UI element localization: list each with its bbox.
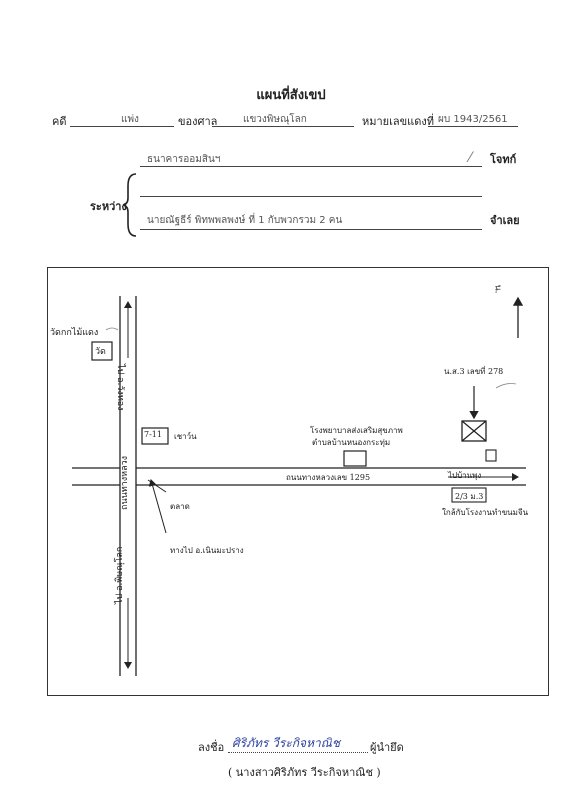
court-value: แขวงพิษณุโลก [243, 114, 307, 125]
vertical-road-name: ถนนทางหลวง [120, 455, 130, 510]
seven-eleven-box [141, 427, 169, 445]
number-value: ผบ 1943/2561 [438, 114, 508, 125]
plaintiff-role: โจทก์ [490, 153, 517, 166]
court-underline [212, 126, 354, 127]
defendant-name: นายณัฐธีร์ พิทพพลพงษ์ ที่ 1 กับพวกรวม 2 … [147, 215, 343, 226]
printed-name: ( นางสาวศิริภัทร วีระกิจหาณิช ) [228, 766, 381, 779]
to-wang-thong-label: ไป อ.วังทอง [115, 364, 125, 411]
signature: ศิริภัทร วีระกิจหาณิช [232, 736, 340, 750]
number-label: หมายเลขแดงที่ [362, 115, 434, 128]
defendant-role: จำเลย [490, 214, 520, 227]
noen-maprang-pointer [148, 479, 167, 534]
market-label: ตลาด [170, 502, 190, 511]
hospital-label-1: โรงพยาบาลส่งเสริมสุขภาพ [310, 426, 403, 435]
court-label: ของศาล [178, 115, 218, 128]
to-noen-maprang-label: ทางไป อ.เนินมะปราง [170, 546, 244, 555]
temple-label: วัดกกไม้แดง [50, 328, 99, 338]
deed-label: น.ส.3 เลขที่ 278 [444, 367, 504, 376]
blank-line [140, 196, 482, 197]
to-ban-phung-label: ไปบ้านพุง [448, 471, 482, 480]
market-pointer [147, 479, 167, 493]
case-value: แพ่ง [121, 114, 139, 125]
near-factory-label: ใกล้กับโรงงานทำขนมจีน [442, 508, 529, 517]
temple-box-label: วัด [95, 347, 106, 357]
brace-icon [122, 173, 137, 237]
map-drawing [72, 296, 526, 676]
chao-label: เชาว์น [174, 432, 197, 441]
to-phitsanulok-label: ไป อ.พิษณุโลก [115, 546, 125, 604]
between-label: ระหว่าง [90, 200, 127, 213]
page-title: แผนที่สังเขป [256, 88, 326, 103]
hospital-box [343, 450, 367, 467]
house-box [485, 449, 497, 462]
number-underline [428, 126, 518, 127]
signature-role: ผู้นำยึด [370, 741, 404, 754]
signature-line [228, 752, 368, 753]
land-plot-box [461, 420, 487, 442]
temple-box [91, 341, 113, 361]
seven-eleven-label: 7-11 [144, 430, 162, 439]
check-mark: ⁄ [469, 150, 472, 166]
plaintiff-name: ธนาคารออมสินฯ [147, 154, 221, 165]
house-number-label: 2/3 ม.3 [455, 492, 484, 501]
hospital-label-2: ตำบลบ้านหนองกระทุ่ม [312, 438, 391, 447]
defendant-underline [140, 229, 482, 230]
highway-label: ถนนทางหลวงเลข 1295 [286, 473, 371, 482]
case-underline [70, 126, 174, 127]
house-number-box [451, 487, 487, 503]
sketch-map: น. วัดกกไม้แดง วัด ไป อ.วังทอง ถนนทางหลว… [47, 267, 549, 696]
case-label: คดี [52, 115, 67, 128]
plaintiff-underline [140, 166, 482, 167]
sign-label: ลงชื่อ [198, 741, 225, 754]
north-label: น. [492, 284, 503, 294]
